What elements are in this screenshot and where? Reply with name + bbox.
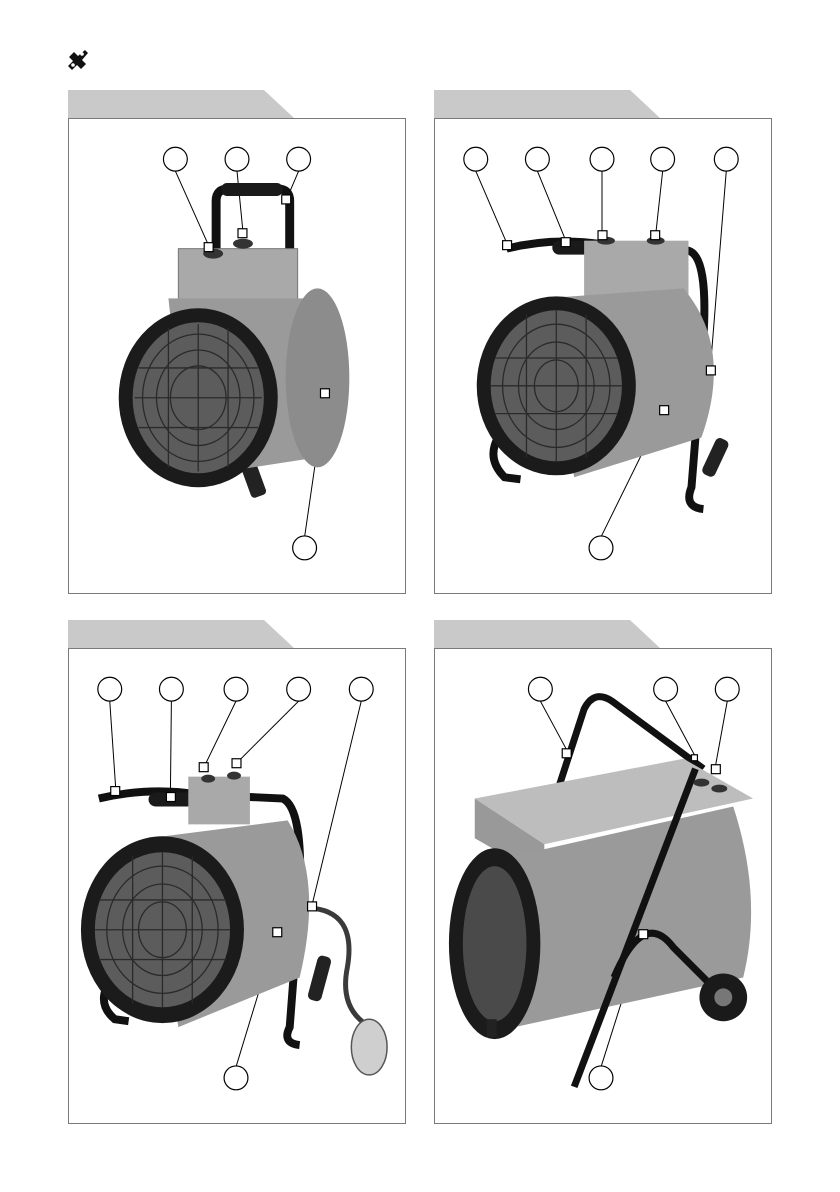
- panel-tab: [434, 620, 660, 648]
- heater-illustration: [435, 649, 771, 1123]
- panel-frame: [434, 648, 772, 1124]
- heater-illustration: [69, 649, 405, 1123]
- heater-illustration: [435, 119, 771, 593]
- figure-panel-3: [68, 620, 406, 1124]
- figure-panel-2: [434, 90, 772, 594]
- panel-frame: [434, 118, 772, 594]
- panel-tab: [68, 620, 294, 648]
- figure-panel-1: [68, 90, 406, 594]
- heater-illustration: [69, 119, 405, 593]
- wrench-icon: [66, 48, 90, 72]
- figure-panel-4: [434, 620, 772, 1124]
- panel-tab: [68, 90, 294, 118]
- panel-frame: [68, 648, 406, 1124]
- panel-frame: [68, 118, 406, 594]
- panel-tab: [434, 90, 660, 118]
